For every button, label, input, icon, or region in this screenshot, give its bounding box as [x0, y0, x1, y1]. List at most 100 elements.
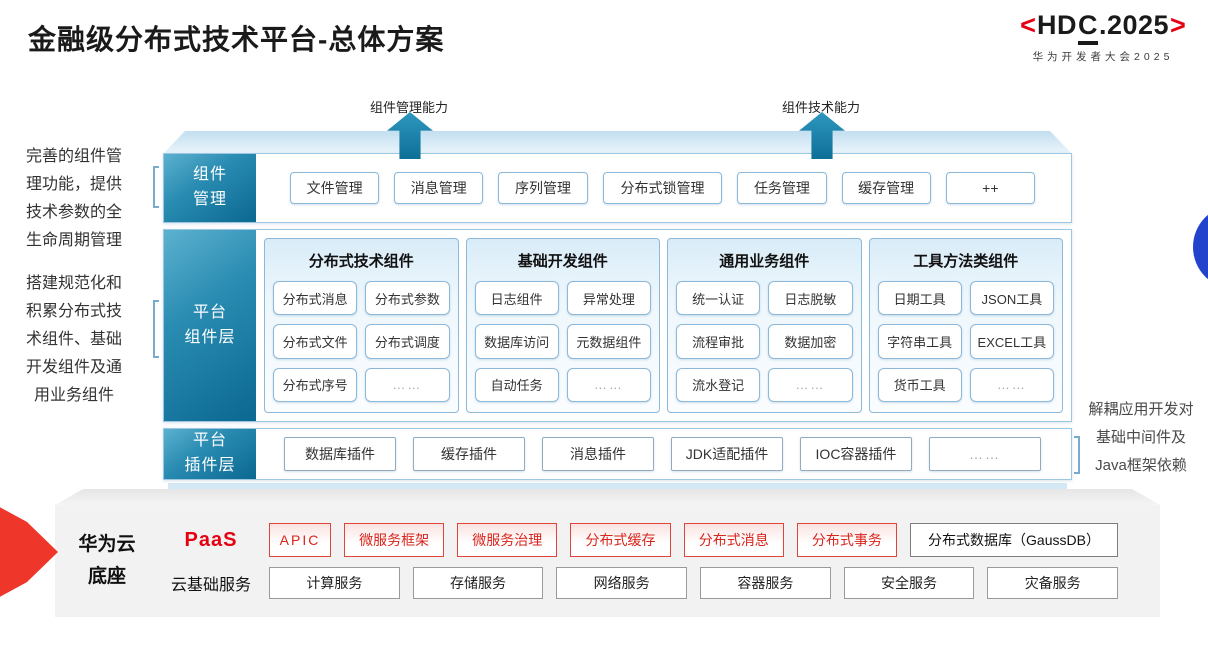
logo-year: .2025	[1098, 10, 1170, 40]
node-security-service: 安全服务	[843, 567, 975, 599]
node-distributed-message: 分布式消息	[273, 281, 358, 316]
node-microservice-governance: 微服务治理	[457, 523, 558, 557]
huawei-cloud-base-label: 华为云底座	[78, 533, 136, 587]
layer-label-platform-plugins: 平台 插件层	[164, 429, 256, 479]
layer-platform-plugins: 平台 插件层 数据库插件 缓存插件 消息插件 JDK适配插件 IOC容器插件 ……	[163, 428, 1072, 480]
node-exception-handling: 异常处理	[566, 281, 651, 316]
group-common-business: 通用业务组件 统一认证 日志脱敏 流程审批 数据加密 流水登记 ……	[667, 238, 862, 413]
node-ellipsis: ……	[929, 437, 1041, 471]
label-line: 管理	[192, 191, 227, 208]
bracket-decoration	[153, 300, 159, 358]
node-distributed-parameter: 分布式参数	[365, 281, 450, 316]
logo-c-underlined: C	[1077, 10, 1098, 45]
note-left-top: 完善的组件管理功能，提供技术参数的全生命周期管理	[25, 148, 122, 249]
hdc-logo-text: < HD C .2025 >	[1002, 10, 1204, 45]
node-jdk-adapter-plugin: JDK适配插件	[671, 437, 783, 471]
node-file-management: 文件管理	[290, 172, 380, 204]
layer-platform-components: 平台 组件层 分布式技术组件 分布式消息 分布式参数 分布式文件 分布式调度 分…	[163, 229, 1072, 422]
group-grid: 日期工具 JSON工具 字符串工具 EXCEL工具 货币工具 ……	[877, 281, 1054, 402]
group-title: 工具方法类组件	[913, 253, 1019, 270]
group-distributed-tech: 分布式技术组件 分布式消息 分布式参数 分布式文件 分布式调度 分布式序号 ……	[264, 238, 459, 413]
logo-bracket-right: >	[1170, 10, 1186, 40]
label-line: 组件层	[184, 328, 236, 346]
label-line: 插件层	[184, 457, 236, 474]
note-right: 解耦应用开发对基础中间件及Java框架依赖	[1088, 401, 1194, 474]
node-ioc-container-plugin: IOC容器插件	[800, 437, 912, 471]
node-auto-task: 自动任务	[474, 367, 559, 402]
page-title: 金融级分布式技术平台-总体方案	[28, 24, 445, 55]
group-grid: 统一认证 日志脱敏 流程审批 数据加密 流水登记 ……	[676, 281, 853, 402]
arrow-label-technology: 组件技术能力	[782, 100, 861, 115]
node-currency-tool: 货币工具	[877, 367, 962, 402]
huawei-cloud-base-panel: 华为云底座 PaaS APIC 微服务框架 微服务治理 分布式缓存 分布式消息 …	[55, 505, 1160, 617]
note-left-bottom: 搭建规范化和积累分布式技术组件、基础开发组件及通用业务组件	[25, 275, 122, 404]
group-tool-methods: 工具方法类组件 日期工具 JSON工具 字符串工具 EXCEL工具 货币工具 ……	[868, 238, 1063, 413]
layer-label-component-management: 组件 管理	[164, 154, 256, 222]
group-basic-dev: 基础开发组件 日志组件 异常处理 数据库访问 元数据组件 自动任务 ……	[465, 238, 660, 413]
node-gaussdb: 分布式数据库（GaussDB）	[910, 523, 1119, 557]
node-message-management: 消息管理	[394, 172, 484, 204]
component-management-items: 文件管理 消息管理 序列管理 分布式锁管理 任务管理 缓存管理 ++	[256, 154, 1071, 222]
arrow-label-management: 组件管理能力	[370, 100, 449, 115]
paas-label: PaaS	[184, 528, 238, 551]
diagram-base-strip	[168, 483, 1067, 490]
red-arrow-icon	[0, 498, 58, 606]
node-cache-management: 缓存管理	[841, 172, 931, 204]
node-distributed-cache: 分布式缓存	[570, 523, 671, 557]
group-grid: 日志组件 异常处理 数据库访问 元数据组件 自动任务 ……	[474, 281, 651, 402]
blue-circle-decoration	[1193, 205, 1208, 289]
node-log-masking: 日志脱敏	[768, 281, 853, 316]
platform-plugin-items: 数据库插件 缓存插件 消息插件 JDK适配插件 IOC容器插件 ……	[256, 429, 1071, 479]
logo-subtitle: 华为开发者大会2025	[1032, 51, 1174, 63]
node-storage-service: 存储服务	[412, 567, 544, 599]
node-excel-tool: EXCEL工具	[969, 324, 1054, 359]
paas-items: APIC 微服务框架 微服务治理 分布式缓存 分布式消息 分布式事务 分布式数据…	[269, 523, 1119, 557]
node-distributed-message-paas: 分布式消息	[683, 523, 784, 557]
node-apic: APIC	[269, 523, 331, 557]
label-line: 组件	[192, 166, 227, 184]
bracket-decoration	[1074, 436, 1080, 474]
node-container-service: 容器服务	[700, 567, 831, 599]
node-microservice-framework: 微服务框架	[344, 523, 445, 557]
node-data-encryption: 数据加密	[768, 324, 853, 359]
diagram-top-slab	[163, 131, 1072, 154]
group-title: 通用业务组件	[719, 253, 810, 270]
node-json-tool: JSON工具	[969, 281, 1054, 316]
cloud-basic-services-label: 云基础服务	[170, 577, 251, 594]
node-metadata-component: 元数据组件	[566, 324, 651, 359]
node-process-approval: 流程审批	[676, 324, 761, 359]
cloud-basic-services-row: 云基础服务 计算服务 存储服务 网络服务 容器服务 安全服务 灾备服务	[167, 565, 1119, 601]
node-cache-plugin: 缓存插件	[413, 437, 525, 471]
node-network-service: 网络服务	[556, 567, 688, 599]
node-transaction-register: 流水登记	[676, 367, 761, 402]
bracket-decoration	[153, 166, 159, 208]
platform-component-groups: 分布式技术组件 分布式消息 分布式参数 分布式文件 分布式调度 分布式序号 ………	[256, 230, 1071, 421]
node-distributed-lock-management: 分布式锁管理	[602, 172, 723, 204]
group-title: 分布式技术组件	[308, 253, 414, 270]
node-ellipsis: ……	[566, 367, 651, 402]
node-message-plugin: 消息插件	[542, 437, 654, 471]
node-ellipsis: ……	[969, 367, 1054, 402]
node-db-access: 数据库访问	[474, 324, 559, 359]
node-log-component: 日志组件	[474, 281, 559, 316]
label-line: 平台	[192, 303, 227, 321]
group-title: 基础开发组件	[517, 253, 608, 270]
panel-top-slab	[55, 489, 1160, 505]
node-database-plugin: 数据库插件	[284, 437, 396, 471]
node-distributed-transaction: 分布式事务	[796, 523, 898, 557]
node-disaster-recovery-service: 灾备服务	[987, 567, 1119, 599]
logo-hd: HD	[1036, 10, 1077, 40]
node-task-management: 任务管理	[737, 172, 827, 204]
node-plus-plus: ++	[945, 172, 1035, 204]
paas-row: PaaS APIC 微服务框架 微服务治理 分布式缓存 分布式消息 分布式事务 …	[167, 522, 1119, 558]
layer-component-management: 组件 管理 文件管理 消息管理 序列管理 分布式锁管理 任务管理 缓存管理 ++	[163, 153, 1072, 223]
node-distributed-scheduling: 分布式调度	[365, 324, 450, 359]
node-date-tool: 日期工具	[877, 281, 962, 316]
label-line: 平台	[192, 432, 227, 450]
node-string-tool: 字符串工具	[877, 324, 962, 359]
logo-bracket-left: <	[1020, 10, 1036, 40]
node-distributed-file: 分布式文件	[273, 324, 358, 359]
node-unified-auth: 统一认证	[676, 281, 761, 316]
cloud-basic-service-items: 计算服务 存储服务 网络服务 容器服务 安全服务 灾备服务	[269, 567, 1119, 599]
